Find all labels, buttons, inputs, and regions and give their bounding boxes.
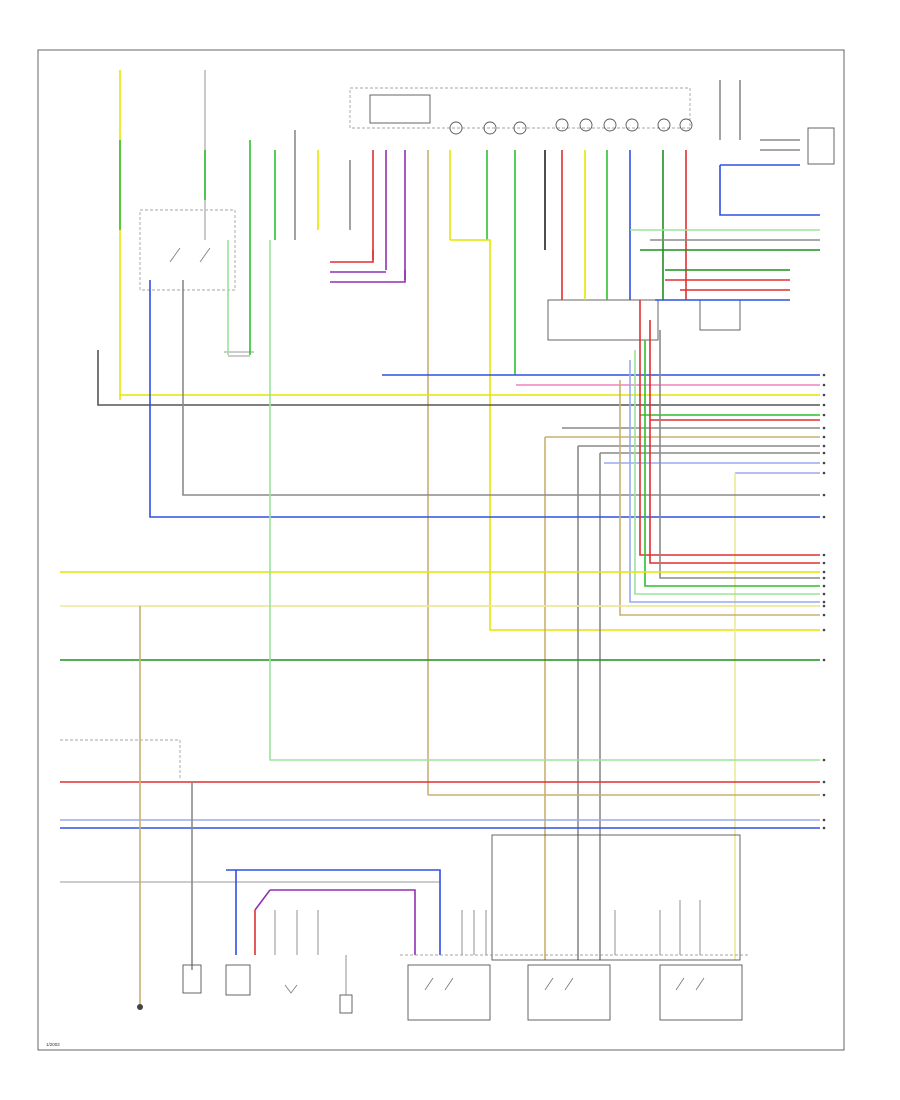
sensor-box-right xyxy=(699,299,741,331)
fan-symbol xyxy=(284,984,298,994)
a-c-relay-switch xyxy=(675,977,705,991)
ground-symbol xyxy=(224,351,254,357)
main-buses xyxy=(60,240,820,883)
junction-box-left xyxy=(139,209,236,291)
indicator-lamp xyxy=(657,118,671,132)
footer-code: 1/2002 xyxy=(46,1042,60,1047)
ground-point xyxy=(137,1004,143,1010)
control-module-box xyxy=(349,87,691,129)
right-bundle xyxy=(97,229,820,960)
indicator-lamp xyxy=(483,121,497,135)
pressure-switch-component xyxy=(225,964,251,996)
indicator-lamp xyxy=(679,118,693,132)
top-components xyxy=(139,87,835,357)
relay-group-box xyxy=(491,834,741,961)
indicator-lamp xyxy=(579,118,593,132)
bottom-components xyxy=(137,606,750,1021)
indicator-lamp xyxy=(513,121,527,135)
indicator-lamp xyxy=(449,121,463,135)
sensor-component xyxy=(182,964,202,994)
junction-box-right xyxy=(547,299,659,341)
top-vertical-wires xyxy=(119,70,741,795)
control-relay-box xyxy=(369,94,431,124)
main-relay-switch xyxy=(544,977,574,991)
indicator-lamp xyxy=(625,118,639,132)
bus-gray-dashed xyxy=(60,739,181,780)
main-relay xyxy=(527,964,611,1021)
diagram-frame xyxy=(37,49,845,1051)
right-terminals xyxy=(822,373,826,830)
capacitor-component xyxy=(339,994,353,1014)
fuel-pump-relay-switch xyxy=(424,977,454,991)
indicator-lamp xyxy=(555,118,569,132)
right-connector-box xyxy=(807,127,835,165)
fuel-pump-relay xyxy=(407,964,491,1021)
indicator-lamp xyxy=(603,118,617,132)
bus-light-green xyxy=(269,240,820,761)
module-links xyxy=(330,139,820,631)
a-c-relay xyxy=(659,964,743,1021)
switch-symbol xyxy=(169,247,211,263)
